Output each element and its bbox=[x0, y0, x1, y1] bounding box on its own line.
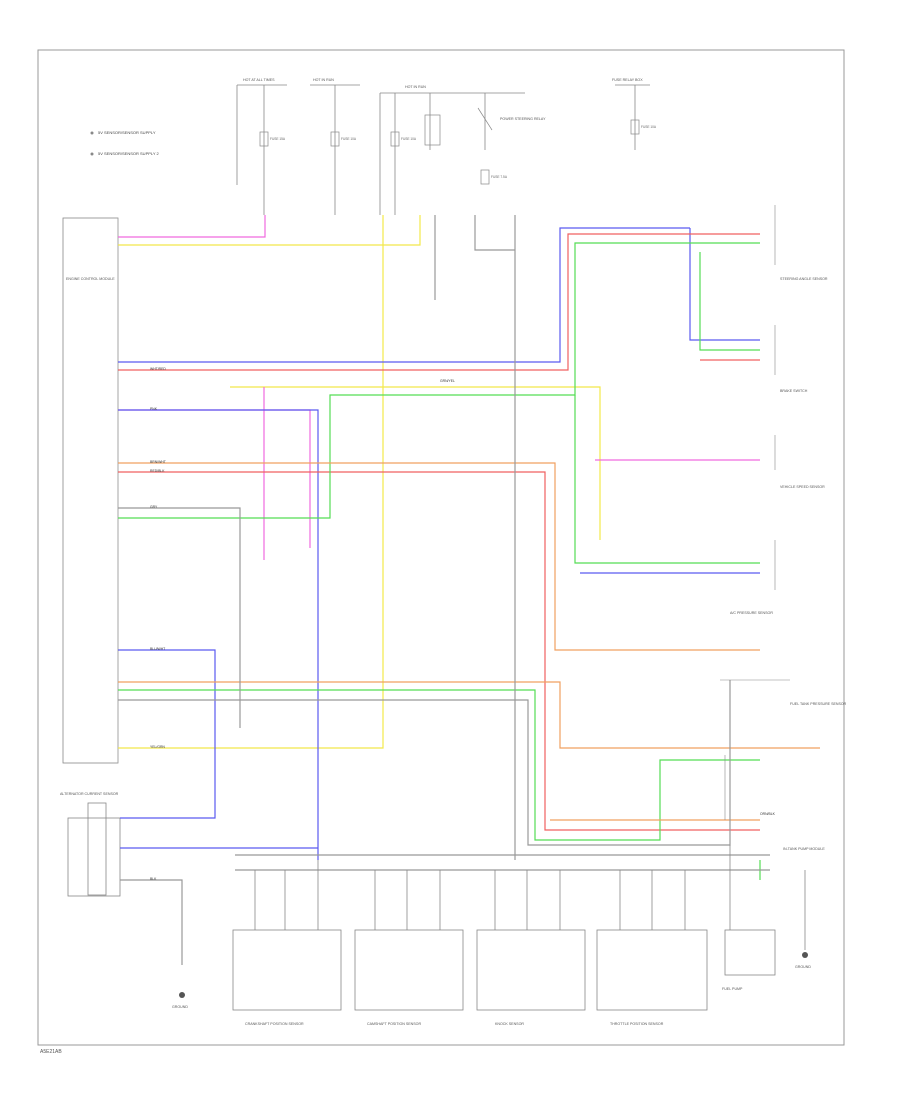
block-fuel-tank-pressure: FUEL TANK PRESSURE SENSOR bbox=[790, 702, 847, 706]
fuse-3: FUSE 10A bbox=[401, 137, 417, 141]
wire-tag-6: PNK bbox=[150, 407, 158, 411]
diagram-frame bbox=[37, 49, 845, 1046]
legend-item-2: 5V SENSOR/SENSOR SUPPLY 2 bbox=[98, 151, 160, 156]
block-in-tank-pump: IN-TANK PUMP MODULE bbox=[783, 847, 825, 851]
block-ac-pressure: A/C PRESSURE SENSOR bbox=[730, 611, 773, 615]
fuse-group: FUSE 15A FUSE 10A FUSE 10A FUSE 7.5A FUS… bbox=[259, 119, 657, 185]
ground-label-1: GROUND bbox=[172, 1005, 188, 1009]
source-label-4: FUSE RELAY BOX bbox=[612, 78, 643, 82]
wire-tag-3: RED/BLK bbox=[150, 469, 165, 473]
fuse-5: FUSE 10A bbox=[641, 125, 657, 129]
component-crankshaft: CRANKSHAFT POSITION SENSOR bbox=[245, 1022, 304, 1026]
right-connectors bbox=[720, 205, 790, 820]
wire-tag-7: BRN/WHT bbox=[150, 460, 166, 464]
ecm-label: ENGINE CONTROL MODULE bbox=[66, 277, 115, 281]
wire-tag-2: GRN/YEL bbox=[440, 379, 455, 383]
wire-tag-10: GRY bbox=[150, 505, 158, 509]
wire-tag-9: WHT/RED bbox=[150, 367, 166, 371]
ecm-module: ENGINE CONTROL MODULE bbox=[62, 217, 119, 764]
alternator-sensor: ALTERNATOR CURRENT SENSOR bbox=[60, 792, 121, 897]
power-sources bbox=[236, 84, 650, 215]
block-brake-switch: BRAKE SWITCH bbox=[780, 389, 808, 393]
ground-label-2: GROUND bbox=[795, 965, 811, 969]
fuse-1: FUSE 15A bbox=[270, 137, 286, 141]
alternator-sensor-label: ALTERNATOR CURRENT SENSOR bbox=[60, 792, 119, 796]
component-knock: KNOCK SENSOR bbox=[495, 1022, 524, 1026]
fuse-2: FUSE 10A bbox=[341, 137, 357, 141]
source-label-3: HOT IN RUN bbox=[405, 85, 426, 89]
wire-tag-1: BLU/WHT bbox=[150, 647, 165, 651]
wire-harness bbox=[118, 215, 820, 965]
relay-icon bbox=[424, 107, 493, 146]
source-label-2: HOT IN RUN bbox=[313, 78, 334, 82]
diagram-code: A5E21AB bbox=[40, 1049, 62, 1055]
component-fuel-pump: FUEL PUMP bbox=[722, 987, 743, 991]
wire-tags: BLU/WHT GRN/YEL RED/BLK ORN/BLK YEL/GRN … bbox=[150, 367, 776, 881]
wire-tag-5: YEL/GRN bbox=[150, 745, 165, 749]
legend: 5V SENSOR/SENSOR SUPPLY 5V SENSOR/SENSOR… bbox=[90, 130, 160, 156]
relay-label: POWER STEERING RELAY bbox=[500, 117, 546, 121]
bottom-components bbox=[232, 845, 806, 1011]
fuse-4: FUSE 7.5A bbox=[491, 175, 508, 179]
block-vss: VEHICLE SPEED SENSOR bbox=[780, 485, 825, 489]
component-camshaft: CAMSHAFT POSITION SENSOR bbox=[367, 1022, 421, 1026]
wire-tag-4: ORN/BLK bbox=[760, 812, 776, 816]
source-label-1: HOT AT ALL TIMES bbox=[243, 78, 275, 82]
legend-item-1: 5V SENSOR/SENSOR SUPPLY bbox=[98, 130, 156, 135]
ground-icon bbox=[179, 952, 808, 998]
block-steering-angle: STEERING ANGLE SENSOR bbox=[780, 277, 828, 281]
component-throttle: THROTTLE POSITION SENSOR bbox=[610, 1022, 664, 1026]
wire-tag-8: BLK bbox=[150, 877, 157, 881]
